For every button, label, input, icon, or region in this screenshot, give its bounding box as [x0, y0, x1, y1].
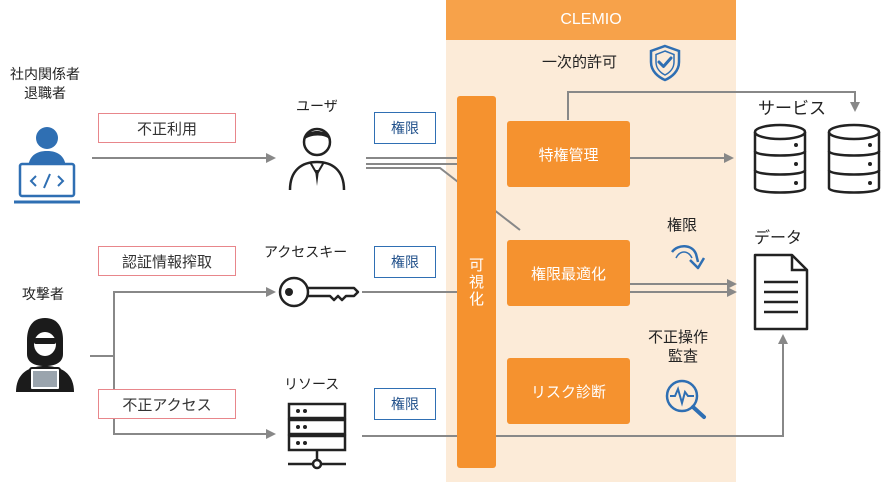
threat-unauthorized-access: 不正アクセス: [98, 389, 236, 419]
arrow-resource-data: [362, 334, 788, 437]
visibility-label: 可視化: [467, 256, 485, 308]
arrow-attacker-key: [113, 287, 276, 356]
visibility-bar: 可視化: [457, 96, 496, 468]
clemio-title: CLEMIO: [446, 0, 736, 40]
database-icon-2: [826, 122, 882, 202]
module-privilege-optimization: 権限最適化: [507, 240, 630, 306]
curved-arrow-icon: [668, 240, 708, 278]
line-user-to-opt: [366, 167, 521, 231]
document-icon: [752, 252, 810, 336]
audit-label-line1: 不正操作: [648, 328, 709, 346]
arrow-attacker-resource: [113, 356, 276, 439]
temp-permission-label: 一次的許可: [542, 53, 618, 71]
database-icon-1: [752, 122, 808, 202]
permission-annotation: 権限: [667, 216, 698, 234]
access-key-label: アクセスキー: [264, 245, 348, 261]
module-risk-diagnosis: リスク診断: [507, 358, 630, 424]
magnifier-waveform-icon: [662, 376, 708, 424]
services-label: サービス: [758, 99, 826, 119]
key-icon: [276, 274, 360, 314]
audit-label-line2: 監査: [668, 346, 699, 365]
user-person-icon: [286, 122, 348, 196]
resource-label: リソース: [284, 377, 340, 393]
user-label: ユーザ: [296, 99, 338, 115]
permission-tag-user: 権限: [374, 112, 436, 144]
insider-label: 社内関係者 退職者: [10, 66, 80, 104]
developer-person-icon: [14, 120, 80, 208]
arrow-temp-permission: [567, 91, 860, 120]
module-privilege-management: 特権管理: [507, 121, 630, 187]
insider-label-line1: 社内関係者: [10, 67, 80, 83]
data-label: データ: [754, 228, 803, 247]
hacker-icon: [12, 316, 78, 398]
threat-misuse: 不正利用: [98, 113, 236, 143]
audit-label: 不正操作 監査: [648, 328, 708, 366]
threat-credential-theft: 認証情報搾取: [98, 246, 236, 276]
insider-label-line2: 退職者: [24, 85, 66, 102]
server-rack-icon: [286, 402, 348, 476]
attacker-label: 攻撃者: [22, 287, 64, 303]
permission-tag-key: 権限: [374, 246, 436, 278]
permission-tag-resource: 権限: [374, 388, 436, 420]
shield-check-icon: [648, 44, 682, 86]
